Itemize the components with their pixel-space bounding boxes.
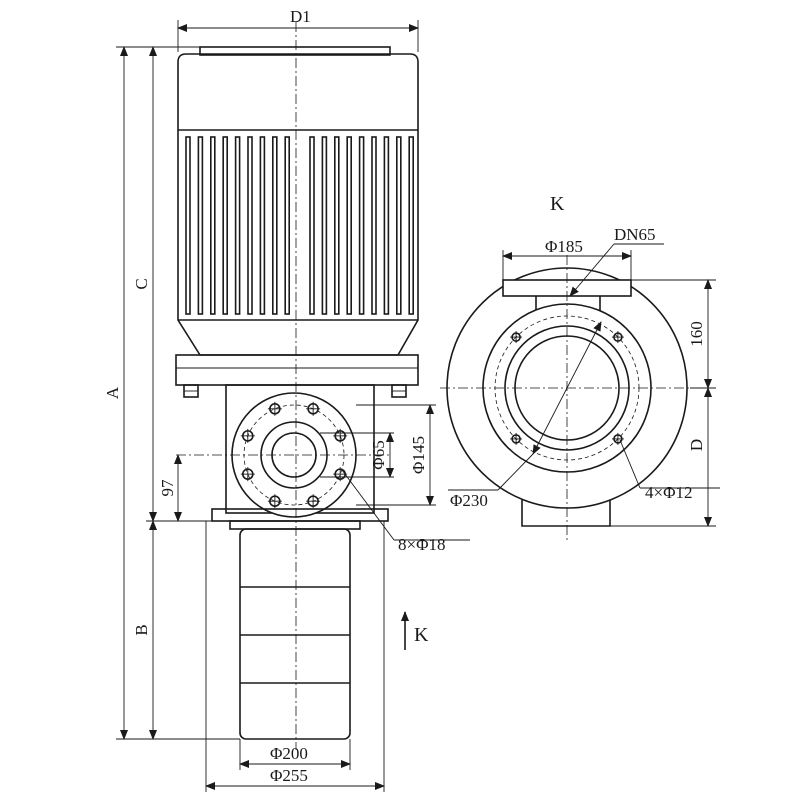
pump-stage-lines [240, 586, 350, 684]
dim-label-8-holes: 8×Φ18 [398, 535, 446, 554]
cooling-fin [247, 136, 253, 315]
dim-label-phi145: Φ145 [409, 436, 428, 474]
cooling-fin [408, 136, 415, 315]
view-k-title: K [550, 193, 565, 215]
pump-stage-barrel [239, 528, 351, 740]
motor-flange [175, 354, 419, 386]
cooling-fin [284, 136, 291, 315]
dim-label-b: B [132, 624, 151, 635]
cooling-fin [383, 136, 390, 315]
cooling-fin [234, 136, 241, 315]
dim-label-4-holes: 4×Φ12 [645, 483, 693, 502]
cooling-fin [395, 136, 402, 315]
dim-label-c: C [132, 278, 151, 289]
dim-label-phi255: Φ255 [270, 766, 308, 785]
cooling-fin [358, 136, 365, 315]
cooling-fin [309, 136, 315, 315]
flange-bolts [183, 384, 407, 398]
front-dimensions: D1 A C B 97 Φ65 Φ145 8×Φ18 [103, 7, 470, 792]
motor-top-cap [199, 46, 391, 56]
cooling-fin [210, 136, 216, 315]
cooling-fin [333, 136, 340, 315]
side-bottom-foot [521, 500, 611, 527]
dim-label-phi230: Φ230 [450, 491, 488, 510]
dim-label-phi65: Φ65 [369, 440, 388, 469]
side-dimensions: Φ185 DN65 160 D Φ230 4×Φ12 [448, 225, 720, 527]
cooling-fin [271, 136, 278, 315]
dim-label-dn65: DN65 [614, 225, 656, 244]
dim-label-phi200: Φ200 [270, 744, 308, 763]
side-flange-holes [510, 331, 624, 445]
cooling-fin [197, 136, 204, 315]
dim-label-97: 97 [158, 479, 177, 497]
motor-housing [177, 53, 419, 356]
cooling-fin [259, 136, 266, 315]
cooling-fin [321, 136, 328, 315]
dim-label-a: A [103, 386, 122, 399]
view-k-arrow-label: K [414, 624, 429, 646]
cooling-fin [185, 136, 191, 315]
cooling-fin [222, 136, 228, 315]
cooling-fin [346, 136, 353, 315]
dim-label-160: 160 [687, 321, 706, 347]
cooling-fin [371, 136, 377, 315]
pump-shoulder [229, 520, 361, 530]
front-view [175, 22, 419, 750]
motor-cooling-fins [185, 136, 415, 315]
dim-label-phi185: Φ185 [545, 237, 583, 256]
dim-label-d: D [687, 439, 706, 451]
dim-label-d1: D1 [290, 7, 311, 26]
